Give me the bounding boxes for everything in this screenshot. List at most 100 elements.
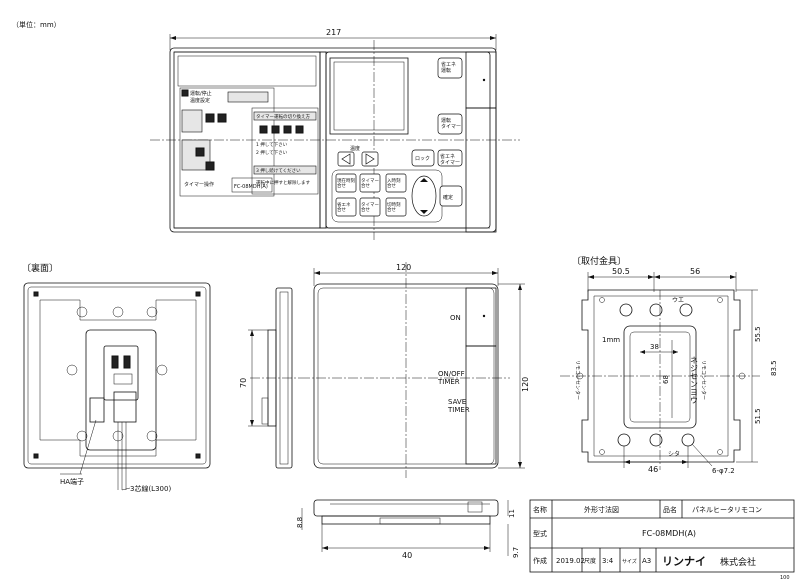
sheet-instr-3: 1 押して下さい bbox=[256, 141, 288, 148]
temp-down-button[interactable] bbox=[337, 151, 355, 167]
sheet-line1: 運転/停止 bbox=[190, 90, 212, 97]
svg-text:現在時刻合せ: 現在時刻合せ bbox=[337, 177, 355, 189]
sheet-instr-2: タイマー運転の切り換え方 bbox=[256, 113, 310, 120]
svg-text:切時刻合せ: 切時刻合せ bbox=[387, 201, 401, 213]
timer-set-1-label: タイマー合せ bbox=[361, 177, 379, 189]
eco-timer-button[interactable]: 省エネタイマー bbox=[437, 149, 463, 167]
main-width-dim: 120 bbox=[396, 263, 411, 272]
main-height-dim: 120 bbox=[521, 377, 530, 392]
off-time-set-label: 切時刻合せ bbox=[387, 201, 401, 213]
bottom-top-dim: 11 bbox=[508, 509, 516, 518]
time-set-label: 現在時刻合せ bbox=[337, 177, 355, 189]
tb-product: パネルヒータリモコン bbox=[692, 505, 762, 514]
svg-text:運転タイマー: 運転タイマー bbox=[441, 118, 461, 130]
svg-text:省エネ合せ: 省エネ合せ bbox=[337, 201, 351, 213]
mm-label: 1mm bbox=[602, 336, 620, 344]
timer-set-button-2[interactable]: タイマー合せ bbox=[359, 197, 381, 217]
sheet-instr-6: 運転中に押すと解除します bbox=[256, 179, 310, 186]
up-down-dial[interactable] bbox=[411, 175, 437, 217]
title-block: 名称 外形寸法図 品名 パネルヒータリモコン 型式 FC-08MDH(A) 作成… bbox=[529, 499, 795, 580]
svg-text:省エネ運転: 省エネ運転 bbox=[441, 61, 456, 74]
tb-label-product: 品名 bbox=[663, 505, 677, 514]
sheet-instr-5: 3 押し続けてください bbox=[256, 167, 301, 174]
marking-ue: ウエ bbox=[672, 296, 684, 304]
on-time-set-label: 入時刻合せ bbox=[387, 177, 401, 189]
page-no: 100 bbox=[780, 575, 790, 580]
tb-scale: 3:4 bbox=[602, 557, 614, 565]
run-timer-label: 運転タイマー bbox=[441, 118, 461, 130]
bracket-dim-bottom: 46 bbox=[648, 465, 658, 474]
front-view: 217 運転/停止 温度設定 タイマー操作 bbox=[150, 28, 520, 240]
company-brand: リンナイ bbox=[662, 555, 706, 568]
tb-label-scale: 尺度 bbox=[584, 557, 596, 565]
eco-set-label: 省エネ合せ bbox=[337, 201, 351, 213]
remocon-left-label: リモコンセンター bbox=[574, 360, 581, 400]
sheet-line2: 温度設定 bbox=[190, 97, 210, 104]
confirm-label: 確定 bbox=[443, 194, 453, 201]
bracket-dim-left: 50.5 bbox=[612, 267, 630, 276]
marking-shita: シタ bbox=[668, 450, 680, 458]
cable-label: 3芯線(L300) bbox=[130, 484, 171, 493]
rear-title: 〔裏面〕 bbox=[22, 262, 58, 274]
tb-label-made: 作成 bbox=[533, 556, 547, 565]
ha-terminal-label: HA端子 bbox=[60, 477, 84, 486]
svg-text:省エネタイマー: 省エネタイマー bbox=[440, 153, 460, 166]
bracket-inner-width: 38 bbox=[650, 343, 659, 351]
arrow-down-icon bbox=[420, 210, 428, 214]
rear-view: HA端子 3芯線(L300) bbox=[23, 282, 211, 493]
bracket-inner-height: 68 bbox=[662, 375, 670, 384]
confirm-button[interactable]: 確定 bbox=[439, 185, 463, 207]
lock-label: ロック bbox=[415, 156, 430, 162]
timer-set-button-1[interactable]: タイマー合せ bbox=[359, 173, 381, 193]
bracket-dim-h2: 83.5 bbox=[770, 360, 778, 376]
svg-text:入時刻合せ: 入時刻合せ bbox=[387, 177, 401, 189]
front-width-dim: 217 bbox=[326, 28, 341, 37]
company-suffix: 株式会社 bbox=[720, 556, 756, 568]
tb-model: FC-08MDH(A) bbox=[642, 529, 696, 538]
temp-up-button[interactable] bbox=[361, 151, 379, 167]
remocon-right-label: リモコンセンター bbox=[700, 360, 707, 400]
tb-label-model: 型式 bbox=[533, 529, 547, 538]
eco-timer-label: 省エネタイマー bbox=[440, 153, 460, 166]
on-label: ON bbox=[450, 314, 461, 322]
temp-label: 温度 bbox=[350, 145, 360, 152]
time-set-button[interactable]: 現在時刻合せ bbox=[335, 173, 357, 193]
bracket-dim-h3: 51.5 bbox=[754, 408, 762, 424]
tb-label-size: サイズ bbox=[622, 558, 637, 565]
eco-run-label: 省エネ運転 bbox=[441, 61, 456, 74]
arrow-left-icon bbox=[341, 153, 351, 165]
tb-label-name: 名称 bbox=[533, 505, 547, 514]
tb-size: A3 bbox=[642, 557, 651, 565]
hole-label: 6-φ7.2 bbox=[712, 467, 735, 475]
eco-run-button[interactable]: 省エネ運転 bbox=[437, 57, 463, 79]
sheet-instr-4: 2 押して下さい bbox=[256, 149, 288, 156]
bottom-depth-dim: 9.7 bbox=[512, 547, 520, 558]
bracket-view: 50.5 56 ウエ シタ 1mm ネジセンヨウ リモコンセンター リモコンセン… bbox=[560, 267, 778, 475]
unit-note: （単位：mm） bbox=[12, 20, 61, 29]
off-time-set-button[interactable]: 切時刻合せ bbox=[385, 197, 407, 217]
vertical-text: ネジセンヨウ bbox=[690, 356, 699, 404]
timer-set-2-label: タイマー合せ bbox=[361, 201, 379, 213]
eco-set-button[interactable]: 省エネ合せ bbox=[335, 197, 357, 217]
side-height-dim: 70 bbox=[239, 378, 248, 388]
run-timer-button[interactable]: 運転タイマー bbox=[437, 113, 463, 135]
on-time-set-button[interactable]: 入時刻合せ bbox=[385, 173, 407, 193]
sheet-instr-1: タイマー操作 bbox=[184, 181, 214, 188]
bottom-thickness-dim: 8.8 bbox=[296, 517, 304, 528]
lock-button[interactable]: ロック bbox=[411, 149, 435, 167]
bracket-dim-right: 56 bbox=[690, 267, 700, 276]
tb-name: 外形寸法図 bbox=[584, 505, 619, 514]
arrow-up-icon bbox=[420, 178, 428, 182]
svg-text:タイマー合せ: タイマー合せ bbox=[361, 177, 379, 189]
tb-date: 2019.02 bbox=[556, 557, 585, 565]
bracket-dim-h1: 55.5 bbox=[754, 326, 762, 342]
arrow-right-icon bbox=[365, 153, 375, 165]
bottom-view: 8.8 11 9.7 40 bbox=[296, 499, 520, 560]
model-sticker: FC-08MDH(A) bbox=[234, 184, 268, 190]
svg-text:タイマー合せ: タイマー合せ bbox=[361, 201, 379, 213]
bracket-title: 〔取付金具〕 bbox=[572, 255, 626, 267]
